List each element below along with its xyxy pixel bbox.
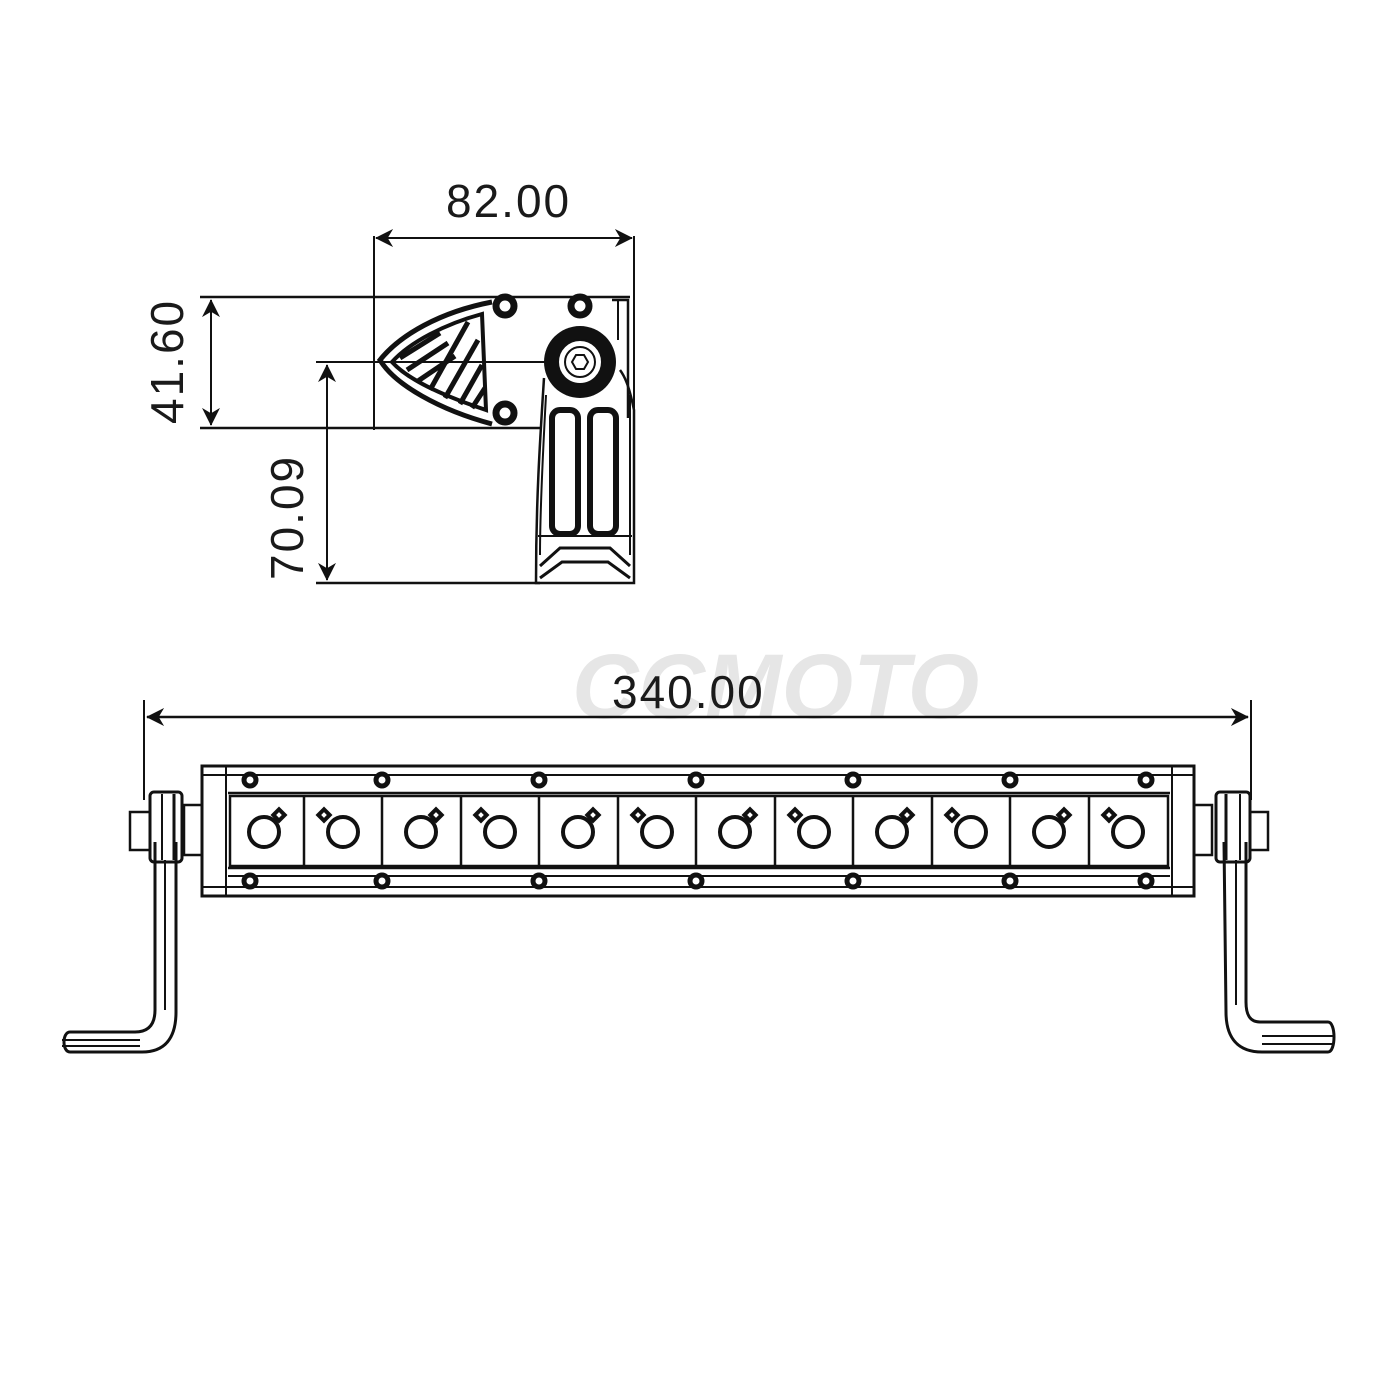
length-dimension-label: 340.00: [612, 666, 765, 718]
screw-row: [241, 771, 1155, 890]
housing-lens-outline: [376, 299, 493, 427]
front-view: 340.00: [62, 666, 1336, 1054]
led-icon: [629, 806, 674, 849]
led-array: [247, 806, 1145, 849]
side-view: 82.00 41.60 70.09: [141, 175, 636, 585]
led-icon: [875, 806, 916, 849]
bracket-height-dimension-label: 70.09: [261, 455, 313, 580]
led-icon: [1100, 806, 1145, 849]
led-icon: [561, 806, 602, 849]
height-dimension-label: 41.60: [141, 299, 193, 424]
left-mount-bracket: [62, 790, 204, 1054]
led-icon: [943, 806, 988, 849]
led-icon: [1032, 806, 1073, 849]
led-icon: [315, 806, 360, 849]
right-mount-bracket: [1192, 790, 1336, 1054]
bracket-outline: [534, 369, 636, 585]
led-icon: [404, 806, 445, 849]
width-dimension-label: 82.00: [446, 175, 571, 227]
led-icon: [472, 806, 517, 849]
led-icon: [786, 806, 831, 849]
led-icon: [718, 806, 759, 849]
led-icon: [247, 806, 288, 849]
